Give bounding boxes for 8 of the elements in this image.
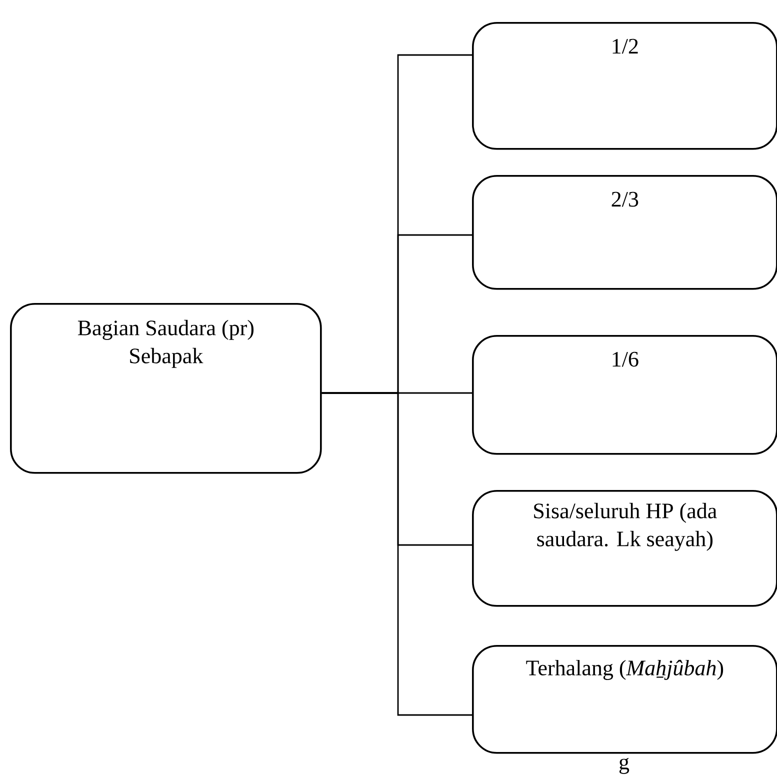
connector [322,392,472,716]
root-box: Bagian Saudara (pr) Sebapak [10,303,322,474]
share-box: 2/3 [472,175,777,290]
side-text: g [619,758,630,774]
share-box: Sisa/seluruh HP (ada saudara. Lk seayah) [472,490,777,607]
share-box: Terhalang (Maẖjûbah) [472,645,777,754]
share-box: 1/2 [472,22,777,150]
share-box: 1/6 [472,335,777,455]
